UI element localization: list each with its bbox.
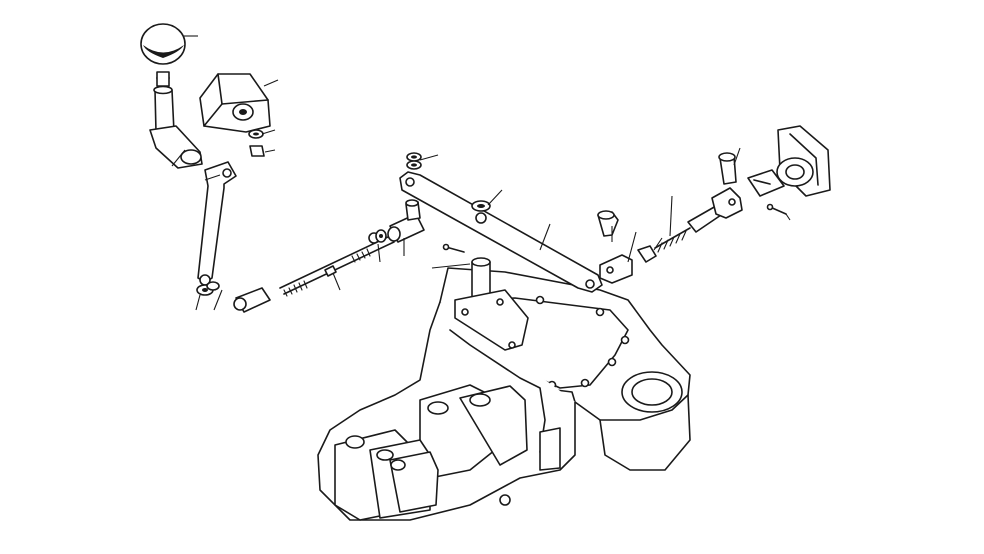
shift-knob (141, 24, 185, 86)
callout-leaders (172, 36, 790, 310)
right-lever-bracket (748, 126, 830, 196)
cotter-pin (444, 245, 465, 253)
shift-cylinders (335, 385, 560, 520)
lever-upper-shaft (150, 87, 202, 169)
lever-guard-block (200, 74, 270, 132)
right-shift-linkage (598, 153, 786, 283)
guard-nuts (249, 130, 264, 156)
selector-link-bar (400, 172, 602, 292)
rod-end-fittings (369, 200, 424, 243)
shift-lever-arm (198, 162, 236, 285)
pivot-shaft-assembly (455, 258, 528, 350)
right-bearing-boss (600, 372, 690, 470)
lever-lower-washers (197, 282, 219, 295)
bar-washers (407, 153, 490, 211)
shift-rod (234, 236, 394, 312)
